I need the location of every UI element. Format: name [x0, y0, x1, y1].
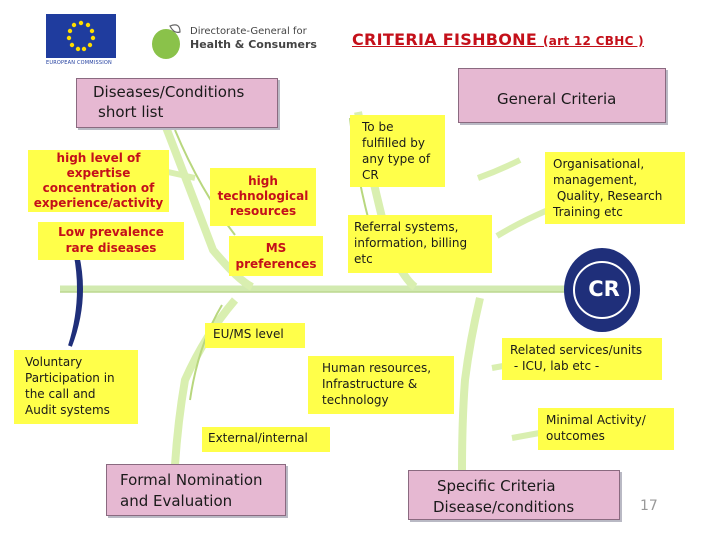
related-services-label: Related services/units - ICU, lab etc -	[502, 338, 662, 380]
bone-upper-right-1	[476, 157, 522, 181]
general-criteria-box: General Criteria	[458, 68, 666, 123]
related-line-2: - ICU, lab etc -	[510, 359, 600, 373]
fulfilled-line-3: any type of	[362, 152, 431, 166]
bone-lower-left-edge	[189, 304, 223, 401]
specific-line-2: Disease/conditions	[433, 498, 575, 516]
prevalence-line-2: rare diseases	[65, 241, 157, 255]
dg-logo-icon	[150, 20, 184, 60]
related-line-1: Related services/units	[510, 343, 643, 357]
bone-upper-left-1	[156, 110, 254, 291]
minimal-line-2: outcomes	[546, 429, 605, 443]
expertise-line-3: concentration of	[42, 181, 155, 195]
fulfilled-line-4: CR	[362, 168, 379, 182]
page-title: CRITERIA FISHBONE (art 12 CBHC )	[352, 30, 692, 49]
title-sub: (art 12 CBHC )	[542, 34, 644, 48]
bone-lower-mid	[458, 297, 484, 471]
referral-label: Referral systems, information, billing e…	[348, 215, 492, 273]
fulfilled-line-1: To be	[362, 120, 394, 134]
voluntary-line-1: Voluntary	[25, 355, 83, 369]
dg-line-1: Directorate-General for	[190, 26, 307, 37]
technological-label: high technological resources	[210, 168, 316, 226]
eu-logo: EUROPEAN COMMISSION	[46, 14, 116, 66]
technological-line-3: resources	[229, 204, 297, 218]
diseases-line-2: short list	[98, 103, 164, 121]
dg-name: Directorate-General for Health & Consume…	[190, 25, 330, 52]
eu-ms-level-label: EU/MS level	[205, 323, 305, 348]
org-line-2: management,	[553, 173, 638, 187]
eu-stars-icon	[66, 20, 96, 52]
referral-line-2: information, billing	[354, 236, 468, 250]
bone-upper-right-2	[495, 207, 550, 239]
fishbone-tail	[68, 231, 83, 347]
ms-preferences-label: MS preferences	[229, 236, 323, 276]
fish-head-inner	[573, 261, 631, 319]
referral-line-3: etc	[354, 252, 373, 266]
ms-pref-line-1: MS	[265, 241, 287, 255]
ms-pref-line-2: preferences	[235, 257, 317, 271]
specific-criteria-box: Specific Criteria Disease/conditions	[408, 470, 620, 520]
fulfilled-line-2: fulfilled by	[362, 136, 425, 150]
human-line-1: Human resources,	[322, 361, 432, 375]
organisational-label: Organisational, management, Quality, Res…	[545, 152, 685, 224]
human-line-2: Infrastructure &	[322, 377, 418, 391]
minimal-line-1: Minimal Activity/	[546, 413, 646, 427]
technological-line-1: high	[248, 174, 278, 188]
general-criteria-label: General Criteria	[497, 90, 617, 108]
dg-line-2: Health & Consumers	[190, 38, 317, 51]
technological-line-2: technological	[217, 189, 309, 203]
minimal-activity-label: Minimal Activity/ outcomes	[538, 408, 674, 450]
org-line-4: Training etc	[553, 205, 623, 219]
expertise-line-1: high level of	[56, 151, 141, 165]
formal-line-1: Formal Nomination	[120, 471, 263, 489]
eu-logo-caption: EUROPEAN COMMISSION	[46, 60, 112, 66]
cr-head-label: CR	[588, 277, 620, 301]
expertise-line-4: experience/activity	[33, 196, 164, 210]
voluntary-label: Voluntary Participation in the call and …	[14, 350, 138, 424]
title-main: CRITERIA FISHBONE	[352, 30, 538, 49]
specific-line-1: Specific Criteria	[437, 477, 556, 495]
formal-line-2: and Evaluation	[120, 492, 233, 510]
page-number: 17	[640, 498, 658, 514]
prevalence-label: Low prevalence rare diseases	[38, 222, 184, 260]
expertise-label: high level of expertise concentration of…	[28, 150, 169, 212]
bone-upper-left-side	[167, 169, 196, 181]
voluntary-line-3: the call and	[25, 387, 96, 401]
fulfilled-label: To be fulfilled by any type of CR	[350, 115, 445, 187]
org-line-1: Organisational,	[553, 157, 645, 171]
diseases-line-1: Diseases/Conditions	[93, 83, 245, 101]
human-resources-label: Human resources, Infrastructure & techno…	[308, 356, 454, 414]
formal-nomination-box: Formal Nomination and Evaluation	[106, 464, 286, 516]
prevalence-line-1: Low prevalence	[58, 225, 164, 239]
human-line-3: technology	[322, 393, 389, 407]
referral-line-1: Referral systems,	[354, 220, 459, 234]
voluntary-line-2: Participation in	[25, 371, 115, 385]
diseases-conditions-box: Diseases/Conditions short list	[76, 78, 278, 128]
bone-lower-left	[171, 297, 239, 466]
voluntary-line-4: Audit systems	[25, 403, 110, 417]
org-line-3: Quality, Research	[553, 189, 663, 203]
expertise-line-2: expertise	[66, 166, 131, 180]
external-internal-label: External/internal	[202, 427, 330, 452]
